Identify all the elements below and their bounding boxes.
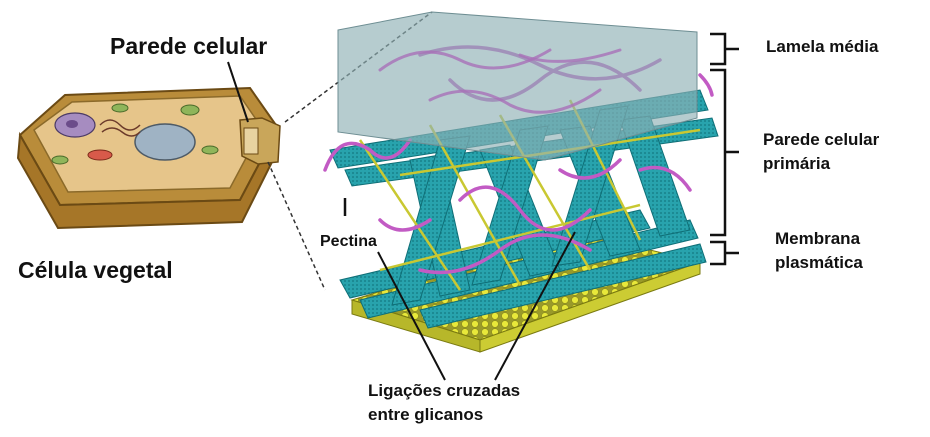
primary-wall-label: Parede celular primária bbox=[763, 130, 879, 173]
plant-cell-label: Célula vegetal bbox=[18, 257, 173, 283]
plasma-membrane-label-line1: Membrana bbox=[775, 229, 863, 249]
glycan-crosslinks-label-line1: Ligações cruzadas bbox=[368, 381, 520, 401]
primary-wall-bracket bbox=[710, 70, 739, 235]
brackets bbox=[710, 34, 739, 264]
primary-wall-label-line1: Parede celular bbox=[763, 130, 879, 150]
plasma-membrane-label-line2: plasmática bbox=[775, 253, 863, 273]
membrane-bracket bbox=[710, 242, 739, 264]
pectin-label: Pectina bbox=[320, 233, 377, 251]
cell-wall-structure-illustration bbox=[325, 12, 718, 380]
plasma-membrane-label: Membrana plasmática bbox=[775, 229, 863, 272]
glycan-crosslinks-label: Ligações cruzadas entre glicanos bbox=[368, 381, 520, 424]
middle-lamella-label: Lamela média bbox=[766, 37, 878, 57]
cell-wall-label: Parede celular bbox=[110, 33, 267, 59]
lamella-bracket bbox=[710, 34, 739, 64]
primary-wall-label-line2: primária bbox=[763, 154, 879, 174]
glycan-crosslinks-label-line2: entre glicanos bbox=[368, 405, 520, 425]
